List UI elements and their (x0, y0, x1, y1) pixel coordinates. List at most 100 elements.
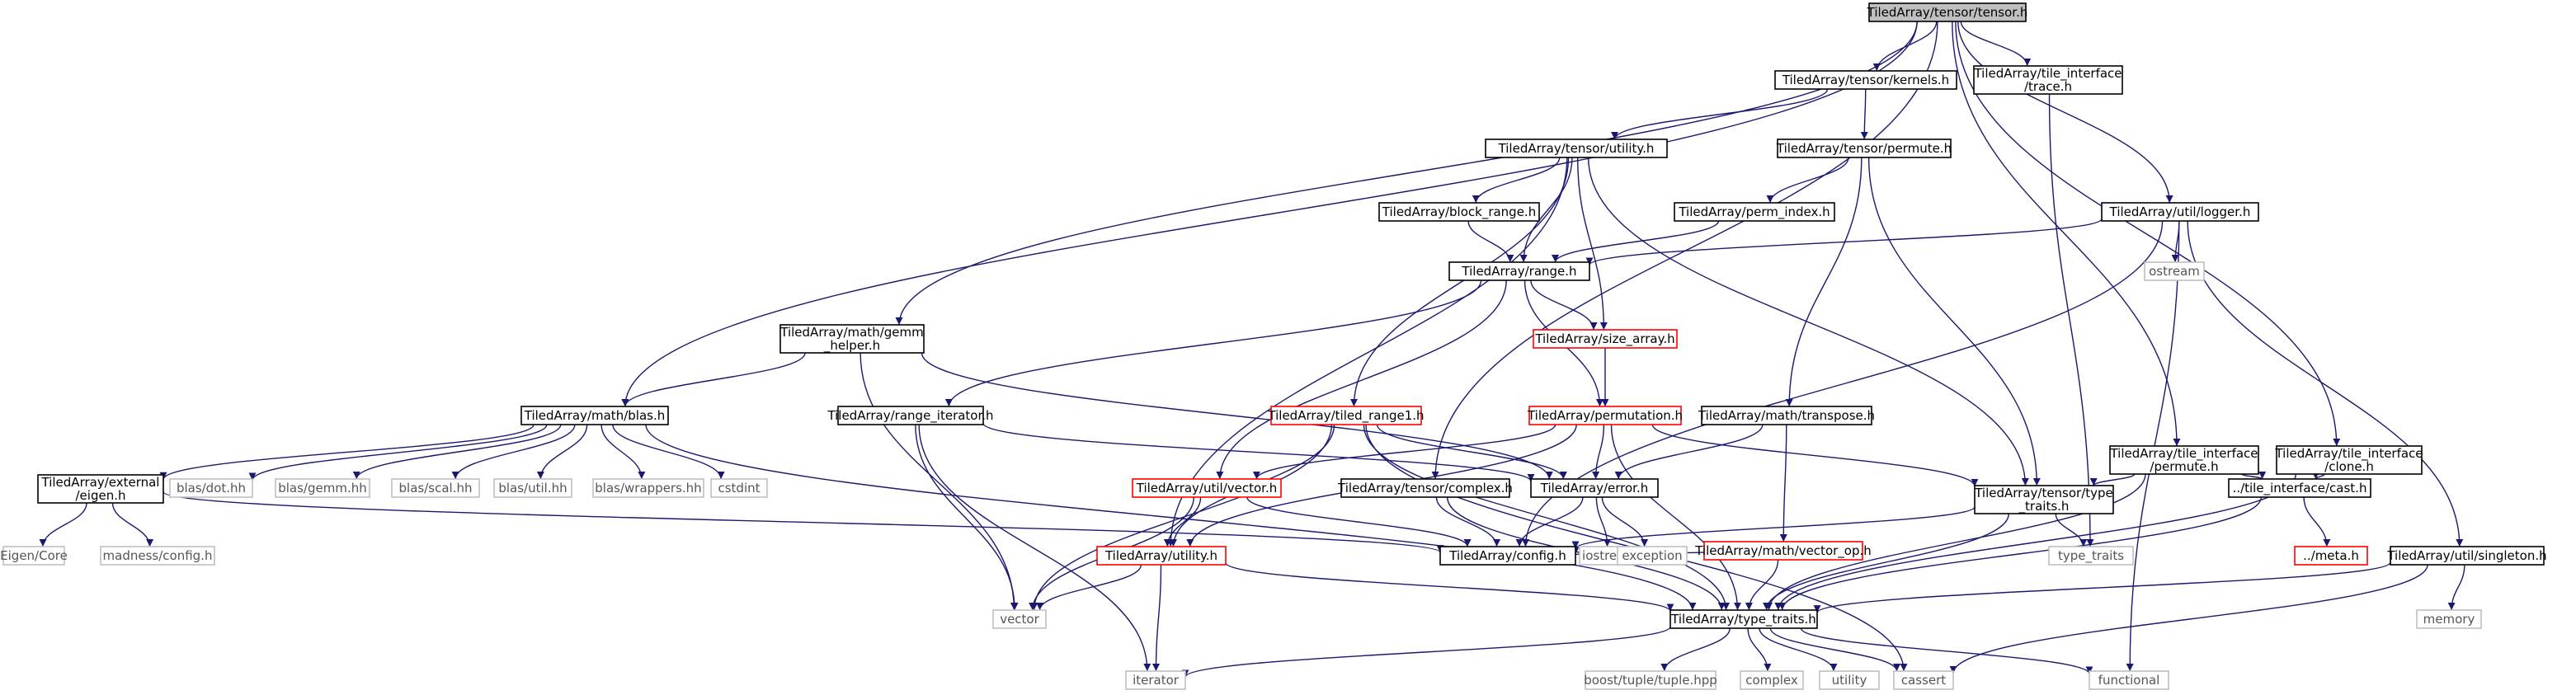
node-ticlone[interactable]: TiledArray/tile_interface/clone.h (2274, 445, 2423, 475)
edge-tutility-to-sizearray (1576, 157, 1608, 331)
edge-tpermute-to-ttypetraits (1867, 157, 2041, 486)
node-tipermute[interactable]: TiledArray/tile_interface/permute.h (2109, 445, 2259, 475)
node-label: TiledArray/util/logger.h (2109, 204, 2251, 219)
node-kernels[interactable]: TiledArray/tensor/kernels.h (1774, 70, 1957, 90)
edge-tutility-to-tiledrange1 (1349, 157, 1570, 407)
node-logger[interactable]: TiledArray/util/logger.h (2101, 202, 2259, 222)
node-label: TiledArray/tile_interface (2274, 446, 2423, 462)
node-vectorop[interactable]: TiledArray/math/vector_op.h (1694, 541, 1872, 561)
node-utility_h[interactable]: TiledArray/utility.h (1096, 546, 1227, 566)
node-label: iterator (1133, 673, 1180, 688)
node-gemm[interactable]: TiledArray/math/gemm_helper.h (779, 324, 925, 354)
edge-tutility-to-utility_h (1166, 157, 1568, 547)
edge-rangeiter-to-vector (915, 424, 1019, 611)
edge-singleton-to-typetraits (1813, 561, 2391, 613)
edge-tensor-to-ticlone (1955, 21, 2341, 447)
node-label: TiledArray/tensor/permute.h (1776, 141, 1952, 156)
node-ttypetraits[interactable]: TiledArray/tensor/type_traits.h (1974, 485, 2114, 514)
node-label: TiledArray/tensor/complex.h (1337, 481, 1513, 495)
node-config[interactable]: TiledArray/config.h (1439, 546, 1576, 566)
edge-tensor-to-logger (1957, 21, 2173, 204)
node-box (1439, 546, 1576, 566)
node-box (1533, 329, 1678, 349)
node-typetraits[interactable]: TiledArray/type_traits.h (1669, 609, 1818, 629)
edge-cast-to-typetraits (1778, 496, 2263, 611)
edge-singleton-to-cassert (1949, 564, 2428, 674)
node-blasgemm: blas/gemm.hh (275, 478, 370, 498)
node-label: madness/config.h (103, 548, 213, 563)
node-label: TiledArray/range.h (1461, 264, 1576, 279)
node-box (391, 478, 480, 498)
node-cast[interactable]: ../tile_interface/cast.h (2228, 478, 2371, 498)
node-iterator: iterator (1125, 670, 1186, 690)
node-label: TiledArray/utility.h (1104, 548, 1217, 563)
node-box (1868, 2, 2027, 22)
node-box (2228, 478, 2371, 498)
node-singleton[interactable]: TiledArray/util/singleton.h (2386, 546, 2547, 566)
node-tiledrange1[interactable]: TiledArray/tiled_range1.h (1267, 406, 1425, 425)
node-blas[interactable]: TiledArray/math/blas.h (520, 406, 669, 425)
node-box (1340, 478, 1510, 498)
node-label: TiledArray/math/gemm (779, 325, 923, 340)
node-box (837, 406, 984, 425)
edge-kernels-to-tpermute (1860, 88, 1868, 140)
node-box (779, 324, 925, 354)
node-trace[interactable]: TiledArray/tile_interface/trace.h (1973, 65, 2123, 95)
node-box (2109, 445, 2259, 475)
node-extEigen[interactable]: TiledArray/external/eigen.h (37, 474, 164, 504)
edge-tutility-to-range (1519, 157, 1573, 263)
edge-typetraits-to-utility (1759, 627, 1838, 672)
edge-typetraits-to-functional (1800, 627, 2093, 674)
edge-extEigen-to-config (162, 491, 1444, 553)
edge-tensor-to-blas (621, 21, 1918, 407)
node-complex_h[interactable]: TiledArray/tensor/complex.h (1337, 478, 1513, 498)
node-label: blas/wrappers.hh (595, 481, 701, 495)
node-error[interactable]: TiledArray/error.h (1530, 478, 1659, 498)
node-label: TiledArray/range_iterator.h (826, 408, 993, 424)
node-label: Eigen/Core (0, 548, 68, 563)
node-permindex[interactable]: TiledArray/perm_index.h (1674, 202, 1835, 222)
edge-vectorop-to-typetraits (1745, 559, 1779, 611)
edge-blas-to-blasutil (536, 424, 588, 480)
node-utilvector[interactable]: TiledArray/util/vector.h (1132, 478, 1282, 498)
node-permutation[interactable]: TiledArray/permutation.h (1527, 406, 1683, 425)
edge-tensor-to-trace (1960, 21, 2032, 67)
node-rangeiter[interactable]: TiledArray/range_iterator.h (826, 406, 994, 425)
node-box (2390, 546, 2545, 566)
edge-error-to-exception (1601, 496, 1649, 547)
node-box (1669, 609, 1818, 629)
edge-gemm-to-error (921, 352, 1553, 480)
node-blasutil: blas/util.hh (493, 478, 572, 498)
edge-utility_h-to-vector (1036, 564, 1142, 611)
node-tensor[interactable]: TiledArray/tensor/tensor.h (1867, 2, 2028, 22)
node-blockrange[interactable]: TiledArray/block_range.h (1378, 202, 1540, 222)
edge-tensor-to-kernels (1872, 21, 1938, 72)
node-label: ../meta.h (2303, 548, 2359, 563)
node-tutility[interactable]: TiledArray/tensor/utility.h (1485, 139, 1668, 158)
edge-blas-to-typetraits (645, 424, 1697, 611)
node-tpermute[interactable]: TiledArray/tensor/permute.h (1776, 139, 1952, 158)
edge-tiledrange1-to-error (1376, 424, 1567, 480)
edge-gemm-to-blas (621, 352, 806, 407)
node-cstdint: cstdint (710, 478, 768, 498)
node-label: boost/tuple/tuple.hpp (1584, 673, 1717, 688)
node-transpose[interactable]: TiledArray/math/transpose.h (1698, 406, 1875, 425)
edge-blockrange-to-range (1467, 220, 1514, 263)
edge-blas-to-blasdot (248, 424, 548, 481)
edge-kernels-to-tutility (1611, 88, 1829, 140)
edge-blas-to-blasgemm (352, 424, 562, 480)
edge-permindex-to-range (1552, 220, 1720, 263)
node-label: blas/util.hh (498, 481, 567, 495)
node-box (1774, 70, 1957, 90)
edge-singleton-to-memory (2447, 564, 2465, 611)
node-label: /eigen.h (76, 488, 126, 503)
node-box (1893, 670, 1954, 690)
node-sizearray[interactable]: TiledArray/size_array.h (1533, 329, 1678, 349)
node-box (1674, 202, 1835, 222)
node-meta[interactable]: ../meta.h (2294, 546, 2368, 566)
node-madconfig: madness/config.h (100, 546, 215, 566)
node-label: TiledArray/tensor/tensor.h (1867, 5, 2028, 20)
node-range[interactable]: TiledArray/range.h (1448, 261, 1590, 281)
node-functional: functional (2089, 670, 2169, 690)
